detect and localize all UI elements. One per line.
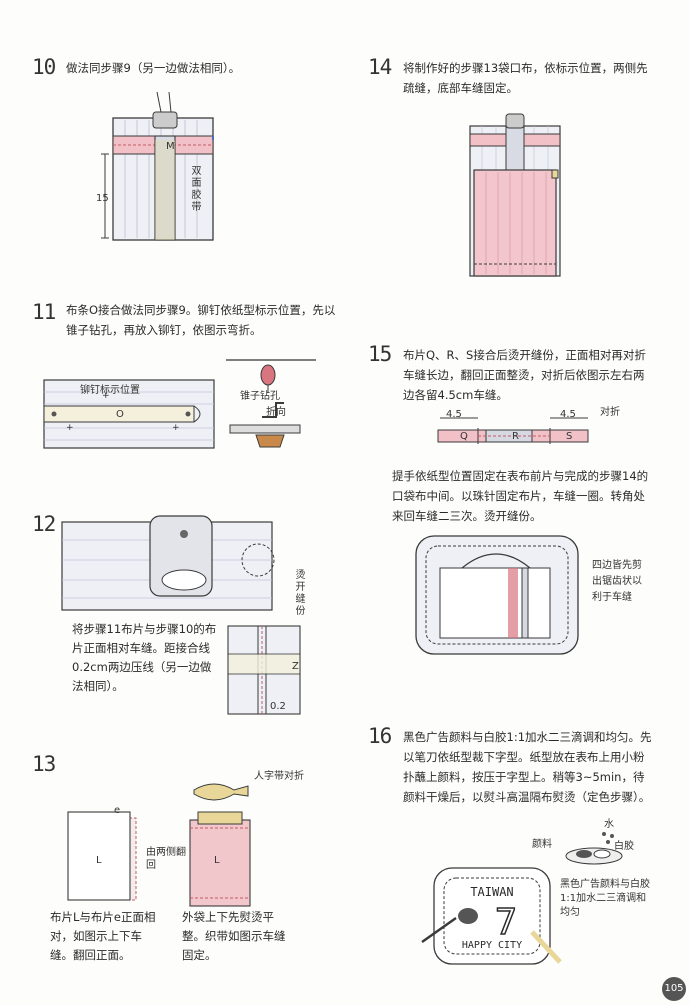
step-13-number: 13 — [32, 752, 56, 776]
step-15-note: 四边皆先剪出锯齿状以利于车缝 — [592, 560, 642, 603]
step-13-fold-label: 人字带对折 — [254, 771, 304, 782]
step-13-right-illustration — [189, 783, 251, 907]
step-11-o-label: O — [116, 409, 124, 420]
step-16-number: 16 — [368, 724, 392, 748]
step-10-dimension: 15 — [96, 193, 109, 204]
step-13-e-label: e — [114, 805, 121, 816]
step-13-turn-label: 由两侧翻回 — [146, 847, 186, 871]
step-16-logo-bottom: HAPPY CITY — [462, 940, 522, 951]
step-16-pigment-label: 颜料 — [532, 839, 552, 850]
svg-text:+: + — [66, 423, 74, 433]
step-12-seam-illustration — [227, 625, 301, 715]
step-10-m-label: M — [166, 141, 175, 152]
step-10-illustration — [101, 91, 214, 241]
step-14-number: 14 — [368, 55, 392, 79]
step-15-r-label: R — [512, 431, 519, 442]
step-15-bag-illustration — [415, 535, 579, 655]
step-14-text: 将制作好的步骤13袋口布，依标示位置，两侧先疏缝，底部车缝固定。 — [403, 61, 648, 95]
step-15-dim-1: 4.5 — [446, 409, 462, 420]
step-15-s-label: S — [566, 431, 573, 442]
step-15-number: 15 — [368, 342, 392, 366]
step-11-rivet-illustration — [226, 359, 316, 448]
step-11-fold-label: 折向 — [266, 407, 286, 418]
page-number: 105 — [662, 977, 686, 1001]
step-14-illustration — [469, 113, 561, 277]
step-13-left-illustration — [67, 811, 137, 901]
step-11-text: 布条O接合做法同步骤9。铆钉依纸型标示位置，先以锥子钻孔，再放入铆钉，依图示弯折… — [66, 303, 336, 337]
step-15-text: 布片Q、R、S接合后烫开缝份，正面相对再对折车缝长边，翻回正面整烫，对折后依图示… — [403, 348, 646, 402]
step-11-rivet-mark-label: 铆钉标示位置 — [80, 385, 140, 396]
step-13-l-label-1: L — [96, 855, 102, 866]
step-12-z-label: Z — [292, 661, 299, 672]
step-15-text-2: 提手依纸型位置固定在表布前片与完成的步骤14的口袋布中间。以珠针固定布片，车缝一… — [392, 469, 649, 523]
step-16-mixing-illustration — [565, 832, 623, 865]
step-13-l-label-2: L — [214, 855, 220, 866]
step-16-stencil-illustration: TAIWAN 7 HAPPY CITY — [421, 867, 562, 965]
step-12-text: 将步骤11布片与步骤10的布片正面相对车缝。距接合线0.2cm两边压线（另一边做… — [72, 622, 217, 693]
step-11-number: 11 — [32, 300, 56, 324]
step-15-q-label: Q — [460, 431, 468, 442]
step-10-tape-label: 双面胶带 — [191, 166, 202, 213]
step-16-water-label: 水 — [604, 819, 614, 830]
step-16-text: 黑色广告颜料与白胶1:1加水二三滴调和均匀。先以笔刀依纸型裁下字型。纸型放在表布… — [403, 730, 652, 804]
step-12-dimension: 0.2 — [270, 701, 286, 712]
step-16-logo-number: 7 — [495, 902, 518, 943]
step-16-glue-label: 白胶 — [614, 841, 634, 852]
step-15-dim-2: 4.5 — [560, 409, 576, 420]
step-13-left-text: 布片L与布片e正面相对，如图示上下车缝。翻回正面。 — [50, 910, 156, 962]
svg-text:+: + — [102, 391, 110, 401]
step-16-mix-label: 黑色广告颜料与白胶1:1加水二三滴调和均匀 — [560, 879, 650, 918]
step-16-logo-top: TAIWAN — [470, 885, 513, 899]
step-12-press-label: 烫开缝份 — [295, 570, 306, 617]
step-11-strap-illustration: + + + — [43, 379, 215, 449]
step-12-illustration — [61, 515, 275, 611]
step-13-right-text: 外袋上下先熨烫平整。织带如图示车缝固定。 — [182, 910, 286, 962]
step-10-number: 10 — [32, 55, 56, 79]
step-12-number: 12 — [32, 512, 56, 536]
step-15-fold-label: 对折 — [600, 407, 620, 418]
step-10-text: 做法同步骤9（另一边做法相同）。 — [66, 61, 241, 75]
svg-text:+: + — [172, 423, 180, 433]
step-15-strap-illustration — [437, 417, 589, 444]
step-11-awl-label: 锥子钻孔 — [240, 391, 280, 402]
